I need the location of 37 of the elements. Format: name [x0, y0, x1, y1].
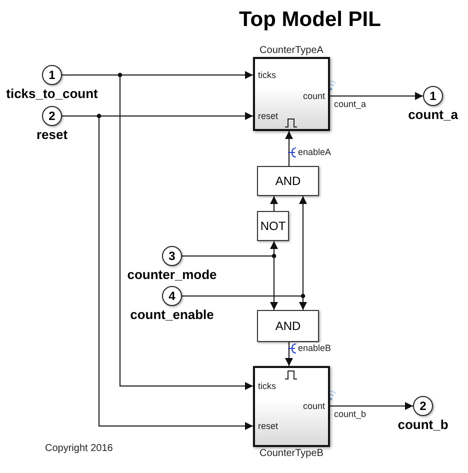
operator-label: NOT	[260, 219, 286, 233]
signal-line	[330, 402, 414, 410]
port-name: count_b	[398, 417, 448, 432]
logic-block	[257, 211, 289, 241]
port-number: 3	[168, 249, 176, 263]
port-number: 1	[430, 89, 436, 103]
edge-label: enableA	[298, 147, 332, 158]
block-name: CounterTypeB	[260, 448, 324, 459]
operator-label: AND	[275, 174, 301, 188]
signal-line	[285, 342, 293, 366]
operator-label: AND	[275, 319, 301, 333]
port-label: reset	[258, 111, 278, 121]
signal-line	[330, 92, 424, 100]
edge-label: count_a	[334, 99, 366, 110]
port-label: reset	[258, 421, 278, 431]
port-label: ticks	[258, 70, 276, 80]
port-label: ticks	[258, 381, 276, 391]
diagram-title: Top Model PIL	[238, 8, 382, 32]
port-name: reset	[36, 127, 68, 142]
port-name: count_a	[408, 107, 458, 122]
block-name: CounterTypeA	[260, 45, 324, 56]
port-number: 4	[168, 289, 176, 303]
port-number: 2	[48, 109, 56, 123]
signal-line	[270, 196, 278, 212]
logic-block	[257, 310, 319, 342]
port-label: count	[302, 401, 325, 411]
edge-label: count_b	[334, 409, 366, 420]
port-label: count	[302, 91, 325, 101]
edge-label: enableB	[298, 343, 332, 354]
port-number: 2	[420, 399, 426, 413]
port-name: counter_mode	[127, 267, 217, 282]
port-name: count_enable	[130, 307, 214, 322]
port-number: 1	[48, 68, 56, 82]
port-name: ticks_to_count	[6, 86, 98, 101]
logic-block	[257, 166, 319, 196]
copyright-note: Copyright 2016	[45, 443, 113, 454]
signal-line	[285, 130, 293, 166]
